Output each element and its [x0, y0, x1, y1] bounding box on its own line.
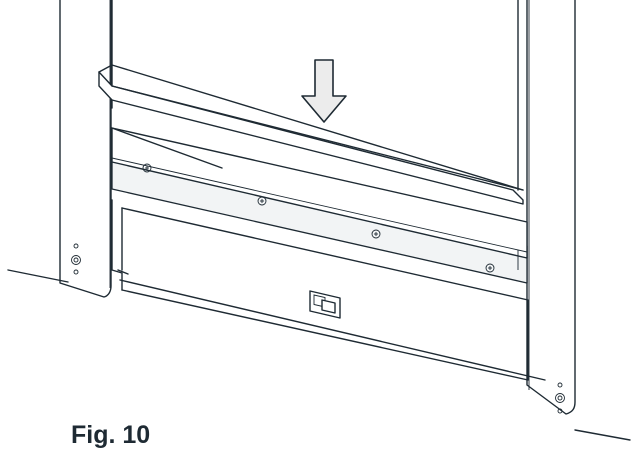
- screw: [485, 263, 495, 273]
- figure-caption: Fig. 10: [71, 421, 151, 449]
- screw: [257, 196, 267, 206]
- left-side-panel: [59, 0, 112, 298]
- screw: [142, 163, 152, 173]
- kick-plate-screws: [142, 163, 495, 273]
- cover-strip: [98, 64, 524, 205]
- down-arrow-icon: [301, 59, 347, 123]
- right-side-panel: [526, 0, 576, 415]
- kick-plate: [111, 127, 528, 284]
- floor-lines: [7, 269, 631, 441]
- lower-housing: [111, 199, 529, 381]
- latch-slot: [309, 290, 341, 319]
- screw: [371, 229, 381, 239]
